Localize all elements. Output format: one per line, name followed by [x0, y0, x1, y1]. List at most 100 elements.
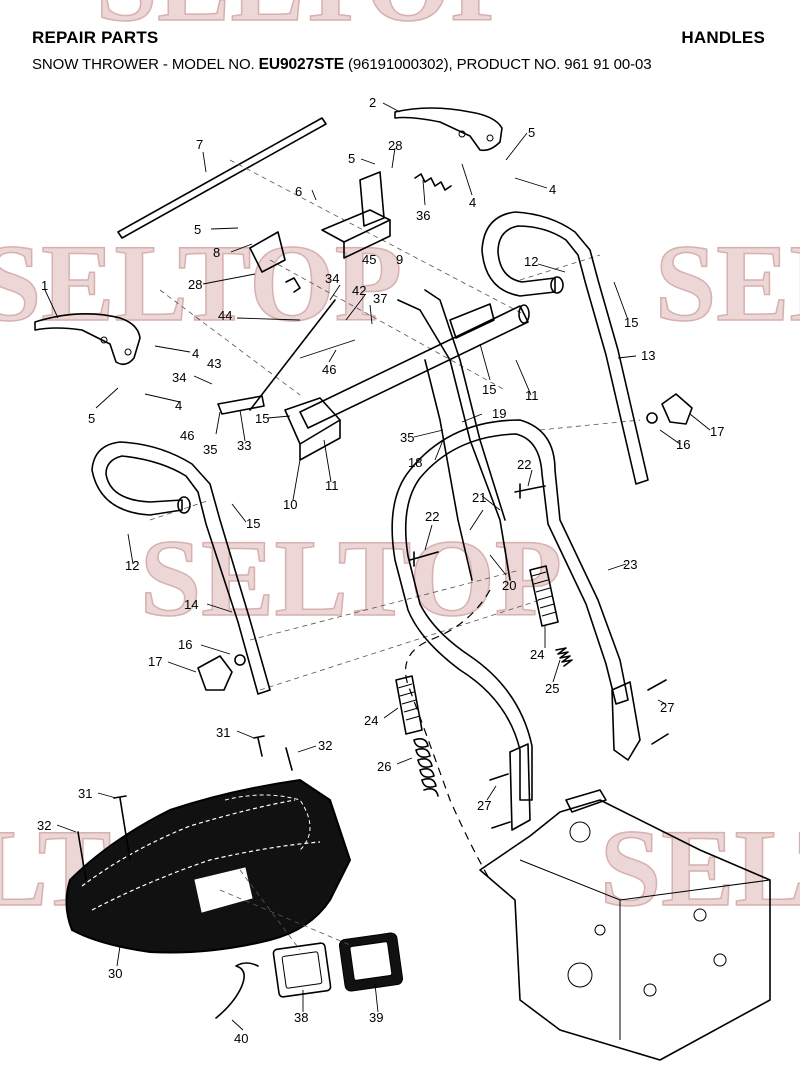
bolt-part-27-right [647, 679, 669, 745]
centerline [229, 159, 526, 316]
spring-part-24-left [395, 675, 423, 735]
callout-5: 5 [528, 125, 535, 140]
callout-13: 13 [641, 348, 655, 363]
callout-15: 15 [255, 411, 269, 426]
bolt-part-27-left [489, 773, 511, 829]
bolt-part-31-upper [253, 735, 265, 757]
callout-labels: 1 2 5 5 5 5 4 4 4 4 6 7 8 9 10 11 11 12 … [37, 95, 724, 1046]
callout-5: 5 [194, 222, 201, 237]
handle-part-23 [391, 419, 641, 831]
chassis [479, 789, 771, 1061]
callout-27: 27 [477, 798, 491, 813]
callout-12: 12 [125, 558, 139, 573]
callout-15: 15 [246, 516, 260, 531]
shift-rod-part-18 [424, 359, 473, 581]
callout-31: 31 [78, 786, 92, 801]
spring-part-26 [413, 738, 439, 797]
callout-46: 46 [322, 362, 336, 377]
callout-17: 17 [710, 424, 724, 439]
callout-19: 19 [492, 406, 506, 421]
spring-part-36 [414, 173, 452, 191]
bolt-part-22-lower [409, 551, 439, 567]
leader-lines [44, 102, 711, 1031]
page-header: REPAIR PARTS HANDLES SNOW THROWER - MODE… [32, 28, 765, 74]
callout-1: 1 [41, 278, 48, 293]
callout-38: 38 [294, 1010, 308, 1025]
callout-40: 40 [234, 1031, 248, 1046]
model-number: EU9027STE [258, 56, 344, 73]
category-title: HANDLES [681, 28, 765, 47]
watermark-left: SELTOP [0, 222, 402, 344]
callout-37: 37 [373, 291, 387, 306]
handle-cover-part-2 [394, 107, 503, 152]
callout-28: 28 [188, 277, 202, 292]
callout-16: 16 [676, 437, 690, 452]
screw-part-32-upper [285, 747, 293, 771]
callout-27: 27 [660, 700, 674, 715]
screw-part-32-lower [77, 831, 87, 881]
callout-30: 30 [108, 966, 122, 981]
handle-part-13 [481, 211, 649, 485]
callout-15: 15 [482, 382, 496, 397]
callout-46: 46 [180, 428, 194, 443]
callout-44: 44 [218, 308, 232, 323]
callout-11: 11 [325, 478, 339, 493]
shift-rod-part-19b [424, 289, 506, 521]
handle-part-14 [91, 441, 271, 695]
rod-part-7 [117, 117, 327, 239]
spring-part-25 [555, 647, 573, 667]
bracket-part-10 [284, 397, 341, 461]
centerline [159, 289, 301, 396]
model-suffix: (96191000302), PRODUCT NO. 961 91 00-03 [343, 56, 652, 73]
callout-23: 23 [623, 557, 637, 572]
header-row: REPAIR PARTS HANDLES [32, 28, 765, 48]
callout-8: 8 [213, 245, 220, 260]
knob-part-17-left [197, 654, 246, 691]
callout-35: 35 [203, 442, 217, 457]
callout-45: 45 [362, 252, 376, 267]
callout-14: 14 [184, 597, 198, 612]
callout-28: 28 [388, 138, 402, 153]
callout-4: 4 [175, 398, 182, 413]
wire-harness-part-40 [215, 962, 259, 1019]
callout-16: 16 [178, 637, 192, 652]
model-prefix: SNOW THROWER - MODEL NO. [32, 56, 259, 73]
callout-2: 2 [369, 95, 376, 110]
callout-17: 17 [148, 654, 162, 669]
callout-4: 4 [192, 346, 199, 361]
callout-9: 9 [396, 252, 403, 267]
callout-36: 36 [416, 208, 430, 223]
model-line: SNOW THROWER - MODEL NO. EU9027STE (9619… [32, 56, 765, 74]
callout-32: 32 [37, 818, 51, 833]
callout-34: 34 [325, 271, 339, 286]
callout-33: 33 [237, 438, 251, 453]
section-title: REPAIR PARTS [32, 28, 159, 47]
callout-7: 7 [196, 137, 203, 152]
handle-cover-part-1 [34, 313, 141, 366]
dashboard-part-30 [65, 778, 352, 954]
centerline [249, 569, 521, 641]
cross-shaft [299, 303, 530, 429]
cable-path [404, 589, 491, 881]
callout-31: 31 [216, 725, 230, 740]
callout-15: 15 [624, 315, 638, 330]
bracket-part-8 [249, 231, 286, 273]
callout-39: 39 [369, 1010, 383, 1025]
callout-26: 26 [377, 759, 391, 774]
callout-43: 43 [207, 356, 221, 371]
callout-4: 4 [469, 195, 476, 210]
spring-part-24-right [529, 565, 559, 627]
bracket-part-33 [217, 395, 265, 415]
callout-32: 32 [318, 738, 332, 753]
callout-11: 11 [525, 388, 539, 403]
callout-25: 25 [545, 681, 559, 696]
centerline [519, 254, 601, 281]
callout-18: 18 [408, 455, 422, 470]
link-part-34 [285, 277, 301, 293]
callout-5: 5 [348, 151, 355, 166]
callout-21: 21 [472, 490, 486, 505]
callout-24: 24 [530, 647, 544, 662]
bracket-part-45 [321, 171, 391, 259]
rod-part-44 [249, 299, 336, 411]
